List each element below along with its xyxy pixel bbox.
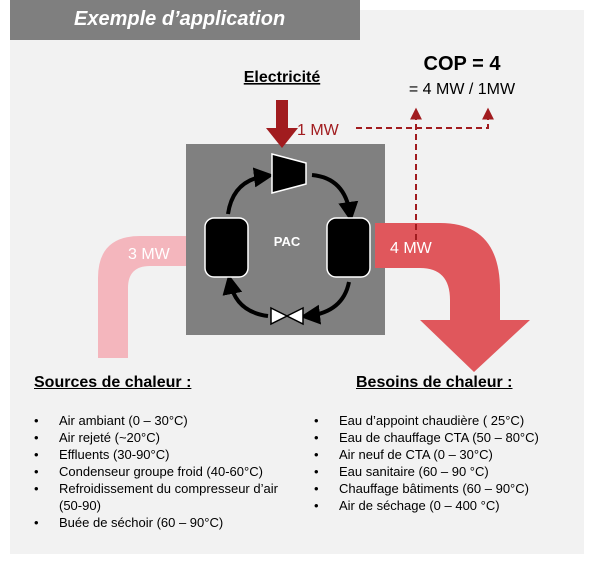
heat-source-value: 3 MW [128, 246, 171, 263]
list-item: Eau sanitaire (60 – 90 °C) [314, 463, 579, 480]
cop-heading: COP = 4 [424, 53, 502, 75]
heat-output-arrow [375, 223, 530, 372]
electricity-label: Electricité [244, 69, 321, 86]
electricity-arrow-shaft [276, 100, 288, 130]
list-item: Air ambiant (0 – 30°C) [34, 412, 304, 429]
list-item: Refroidissement du compresseur d’air (50… [34, 480, 304, 514]
list-item: Air de séchage (0 – 400 °C) [314, 497, 579, 514]
heat-source-arrow [98, 236, 186, 358]
expansion-valve-icon [270, 306, 304, 326]
cycle-arrow-evaporator-to-compressor [226, 167, 274, 215]
cycle-arrow-condenser-to-valve [300, 281, 351, 325]
compressor-icon [271, 153, 307, 194]
list-item: Effluents (30-90°C) [34, 446, 304, 463]
condenser-icon [326, 217, 371, 278]
list-item: Air rejeté (~20°C) [34, 429, 304, 446]
list-item: Eau de chauffage CTA (50 – 80°C) [314, 429, 579, 446]
heat-output-value: 4 MW [390, 240, 433, 257]
list-item: Condenseur groupe froid (40-60°C) [34, 463, 304, 480]
list-item: Chauffage bâtiments (60 – 90°C) [314, 480, 579, 497]
heat-sources-list: Air ambiant (0 – 30°C) Air rejeté (~20°C… [34, 412, 304, 531]
list-item: Buée de séchoir (60 – 90°C) [34, 514, 304, 531]
page-title: Exemple d’application [74, 8, 286, 30]
pac-label: PAC [274, 234, 301, 249]
title-bar: Exemple d’application [10, 0, 360, 40]
list-item: Air neuf de CTA (0 – 30°C) [314, 446, 579, 463]
electric-input-value: 1 MW [297, 122, 340, 139]
heat-needs-list: Eau d’appoint chaudière ( 25°C) Eau de c… [314, 412, 579, 514]
heat-needs-heading: Besoins de chaleur : [356, 374, 513, 391]
cycle-arrow-compressor-to-condenser [311, 173, 359, 222]
evaporator-icon [204, 217, 249, 278]
cycle-arrow-valve-to-evaporator [222, 274, 269, 318]
list-item: Eau d’appoint chaudière ( 25°C) [314, 412, 579, 429]
heat-sources-heading: Sources de chaleur : [34, 374, 192, 391]
electricity-arrow-head [266, 128, 298, 148]
dashed-link-electric [356, 107, 494, 129]
cop-formula: = 4 MW / 1MW [409, 81, 516, 98]
